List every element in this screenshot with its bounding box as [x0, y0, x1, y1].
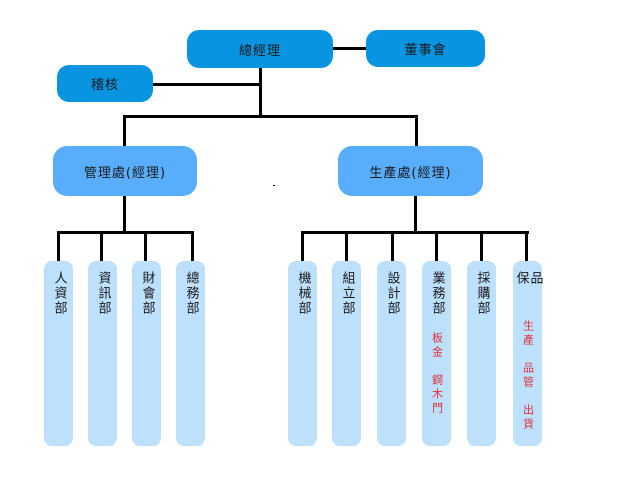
- admin-division-label: 管理處(經理): [83, 165, 167, 181]
- dept-label: 業務部: [429, 271, 445, 316]
- general-manager-label: 總經理: [238, 43, 281, 59]
- subunit-label: 板金: [430, 332, 444, 360]
- connector-dept: [57, 231, 60, 261]
- connector-dept: [301, 231, 304, 261]
- dept-label: 財會部: [139, 271, 155, 316]
- connector-production-down: [414, 196, 417, 233]
- subunit-label: 生產: [521, 320, 535, 348]
- dept-purchasing: 採購部: [467, 261, 496, 446]
- connector-dept: [525, 231, 528, 261]
- connector-dept: [144, 231, 147, 261]
- dept-label: 組立部: [339, 271, 355, 316]
- audit-node: 稽核: [57, 65, 153, 102]
- production-division-label: 生產處(經理): [369, 165, 452, 181]
- connector-dept: [480, 231, 483, 261]
- subunit-label: 鋼木門: [430, 374, 444, 416]
- connector-dept: [191, 231, 194, 261]
- dept-label: 採購部: [474, 271, 490, 316]
- connector-gm-trunk: [259, 68, 262, 118]
- dept-hr: 人資部: [44, 261, 73, 446]
- dept-label: 品保: [513, 271, 543, 286]
- board-label: 董事會: [404, 43, 447, 58]
- subunit-label: 出貨: [521, 404, 535, 432]
- connector-dept: [435, 231, 438, 261]
- connector-gm-board: [333, 47, 366, 50]
- connector-audit: [153, 83, 261, 86]
- admin-division-node: 管理處(經理): [53, 146, 197, 196]
- connector-admin-bar: [57, 231, 194, 234]
- connector-dept: [345, 231, 348, 261]
- dept-label: 機械部: [295, 271, 311, 316]
- dept-quality-assurance: 品保 生產 品管 出貨: [513, 261, 543, 446]
- general-manager-node: 總經理: [187, 30, 333, 68]
- connector-divisions-bar: [123, 115, 418, 118]
- dept-general-affairs: 總務部: [176, 261, 205, 446]
- dept-finance: 財會部: [132, 261, 161, 446]
- dept-sales: 業務部 板金 鋼木門: [422, 261, 451, 446]
- dept-label: 設計部: [384, 271, 400, 316]
- dept-label: 資訊部: [95, 271, 111, 316]
- dept-it: 資訊部: [88, 261, 117, 446]
- audit-label: 稽核: [90, 78, 119, 93]
- connector-dept: [391, 231, 394, 261]
- dept-label: 人資部: [51, 271, 67, 316]
- connector-dept: [100, 231, 103, 261]
- connector-production-division: [415, 115, 418, 146]
- dept-assembly: 組立部: [332, 261, 361, 446]
- connector-admin-down: [123, 196, 126, 233]
- dept-label: 總務部: [183, 271, 199, 316]
- connector-production-bar: [301, 231, 529, 234]
- board-node: 董事會: [366, 30, 485, 67]
- subunit-label: 品管: [521, 362, 535, 390]
- stray-dot: [273, 185, 275, 186]
- connector-admin-division: [123, 115, 126, 146]
- production-division-node: 生產處(經理): [338, 146, 483, 196]
- dept-machinery: 機械部: [288, 261, 317, 446]
- subunit-list: 生產 品管 出貨: [521, 320, 535, 446]
- subunit-list: 板金 鋼木門: [430, 332, 444, 430]
- dept-design: 設計部: [377, 261, 406, 446]
